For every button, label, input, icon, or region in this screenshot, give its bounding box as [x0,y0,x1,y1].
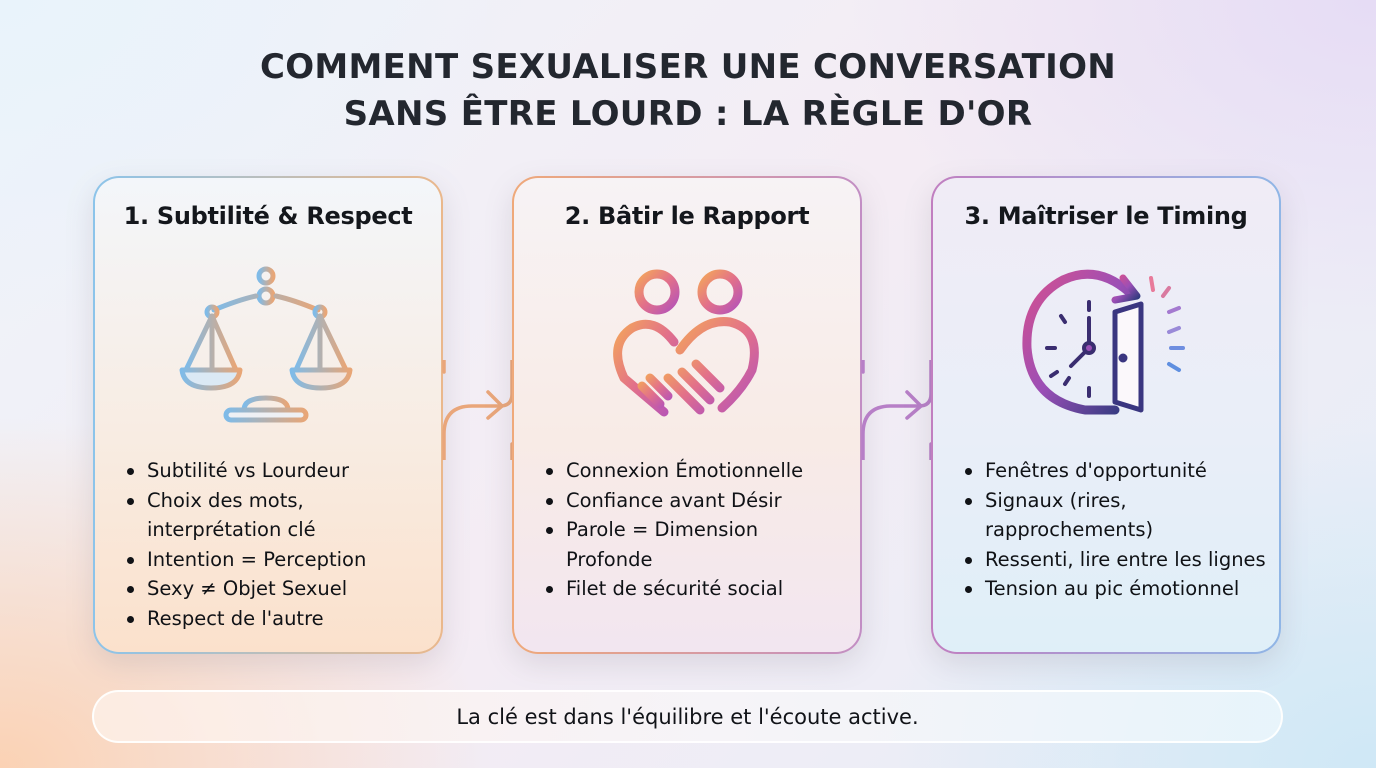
title-line-2: SANS ÊTRE LOURD : LA RÈGLE D'OR [343,94,1033,134]
bullet-item: Confiance avant Désir [544,486,850,516]
bullet-item: Parole = Dimension Profonde [544,515,850,574]
bullet-item: Choix des mots, interprétation clé [125,486,431,545]
bullet-item: Tension au pic émotionnel [963,574,1269,604]
bullet-item: Filet de sécurité social [544,574,850,604]
bullet-list: Subtilité vs Lourdeur Choix des mots, in… [125,456,431,633]
footer-takeaway: La clé est dans l'équilibre et l'écoute … [92,690,1283,743]
card-maitriser-timing: 3. Maîtriser le Timing [931,176,1281,654]
page-title: COMMENT SEXUALISER UNE CONVERSATION SANS… [0,44,1376,138]
bullet-item: Connexion Émotionnelle [544,456,850,486]
bullet-item: Signaux (rires, rapprochements) [963,486,1269,545]
clock-door-icon [1011,260,1201,435]
card-title: 1. Subtilité & Respect [123,202,413,230]
bullet-item: Ressenti, lire entre les lignes [963,545,1269,575]
footer-text: La clé est dans l'équilibre et l'écoute … [456,704,919,729]
title-line-1: COMMENT SEXUALISER UNE CONVERSATION [259,47,1117,87]
bullet-list: Fenêtres d'opportunité Signaux (rires, r… [963,456,1269,604]
card-title: 2. Bâtir le Rapport [564,202,810,230]
card-batir-rapport: 2. Bâtir le Rapport Connexion Émotionnel… [512,176,862,654]
bullet-item: Intention = Perception [125,545,431,575]
bullet-item: Respect de l'autre [125,604,431,634]
bullet-item: Sexy ≠ Objet Sexuel [125,574,431,604]
handshake-heart-icon [602,260,772,435]
card-title: 3. Maîtriser le Timing [964,202,1248,230]
card-subtilite-respect: 1. Subtilité & Respect [93,176,443,654]
bullet-item: Subtilité vs Lourdeur [125,456,431,486]
bullet-list: Connexion Émotionnelle Confiance avant D… [544,456,850,604]
balance-scale-icon [178,260,358,435]
bullet-item: Fenêtres d'opportunité [963,456,1269,486]
